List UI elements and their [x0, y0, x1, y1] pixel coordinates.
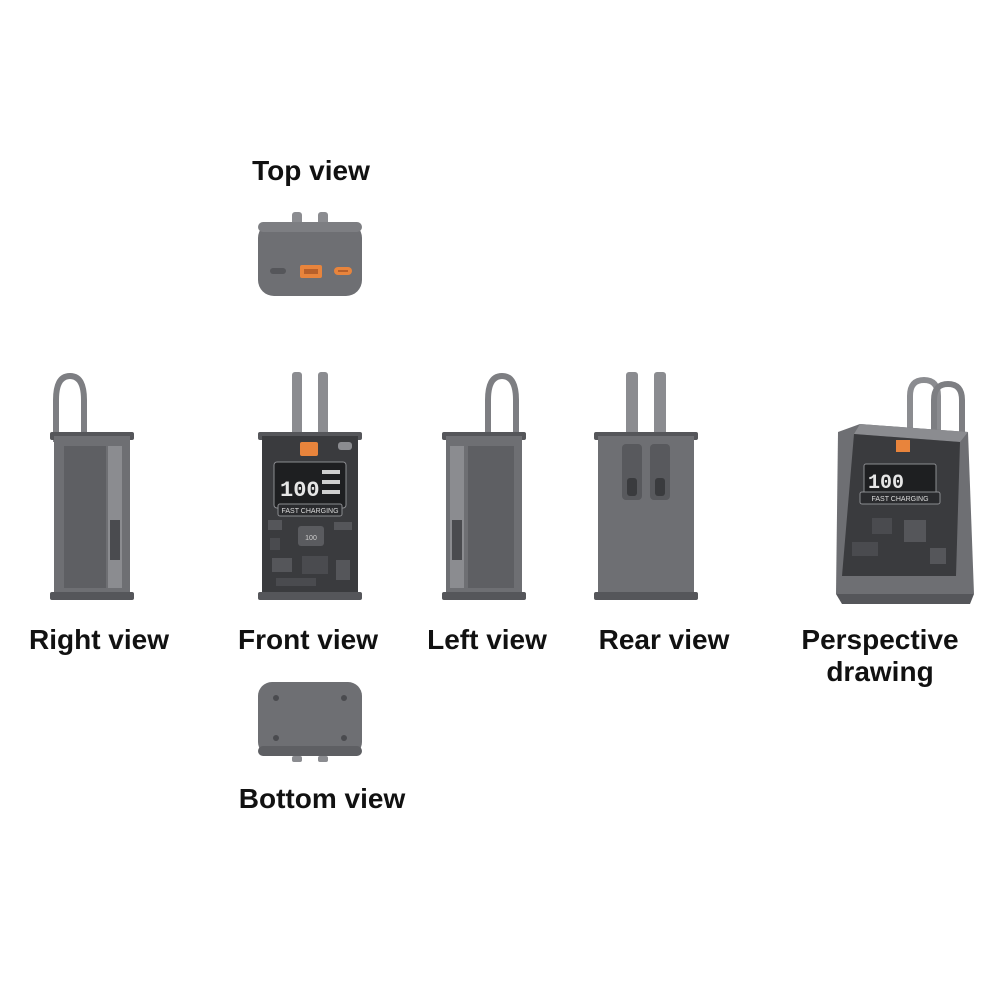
front-view-image: 100 FAST CHARGING 100: [258, 372, 362, 600]
perspective-screen-percent: 100: [868, 472, 904, 495]
top-view-image: [258, 212, 362, 296]
perspective-label-line2: drawing: [826, 656, 934, 687]
bottom-view-label: Bottom view: [238, 783, 406, 814]
perspective-fast-charging-text: FAST CHARGING: [871, 496, 928, 503]
perspective-view-image: 100 FAST CHARGING: [836, 376, 974, 604]
front-view-label: Front view: [237, 624, 378, 655]
bottom-view-image: [258, 682, 362, 762]
right-view-image: [50, 372, 134, 600]
perspective-label-line1: Perspective: [801, 624, 959, 655]
front-button-text: 100: [305, 535, 317, 542]
front-screen-percent: 100: [280, 478, 320, 503]
top-view-label: Top view: [252, 155, 370, 186]
rear-view-image: [594, 372, 698, 600]
right-view-label: Right view: [28, 624, 169, 655]
left-view-image: [442, 372, 526, 600]
front-fast-charging-text: FAST CHARGING: [281, 508, 338, 515]
rear-view-label: Rear view: [598, 624, 730, 655]
left-view-label: Left view: [427, 624, 547, 655]
